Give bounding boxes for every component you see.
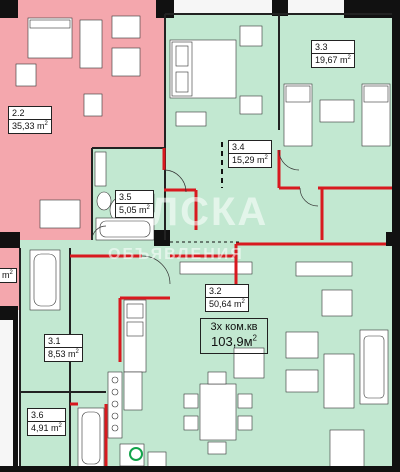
door-swings <box>91 149 319 285</box>
rooms-count-label: 3х ком.кв <box>210 321 258 333</box>
room-label-3-3: 3.3 19,67 m2 <box>311 40 355 68</box>
room-label-3-4: 3.4 15,29 m2 <box>228 140 272 168</box>
room-label-edge: m2 <box>0 268 17 283</box>
room-label-3-5: 3.5 5,05 m2 <box>115 190 154 218</box>
total-area-label: 103,9м2 <box>211 333 257 349</box>
bedroom-3-3-furniture <box>283 83 391 147</box>
room-label-2-2: 2.2 35,33 m2 <box>8 106 52 134</box>
room-label-3-2: 3.2 50,64 m2 <box>205 284 249 312</box>
apartment-summary: 3х ком.кв 103,9м2 <box>200 318 268 354</box>
room-label-3-6: 3.6 4,91 m2 <box>27 408 66 436</box>
living-room-furniture <box>179 261 389 471</box>
kitchen-fixtures <box>107 299 147 439</box>
room-label-3-1: 3.1 8,53 m2 <box>44 334 83 362</box>
bedroom-3-4-furniture <box>169 25 263 127</box>
red-partitions <box>70 148 392 466</box>
bathroom-3-6-fixtures <box>77 407 167 469</box>
interior-walls <box>19 13 392 466</box>
neighbor-bathtub <box>29 249 61 311</box>
